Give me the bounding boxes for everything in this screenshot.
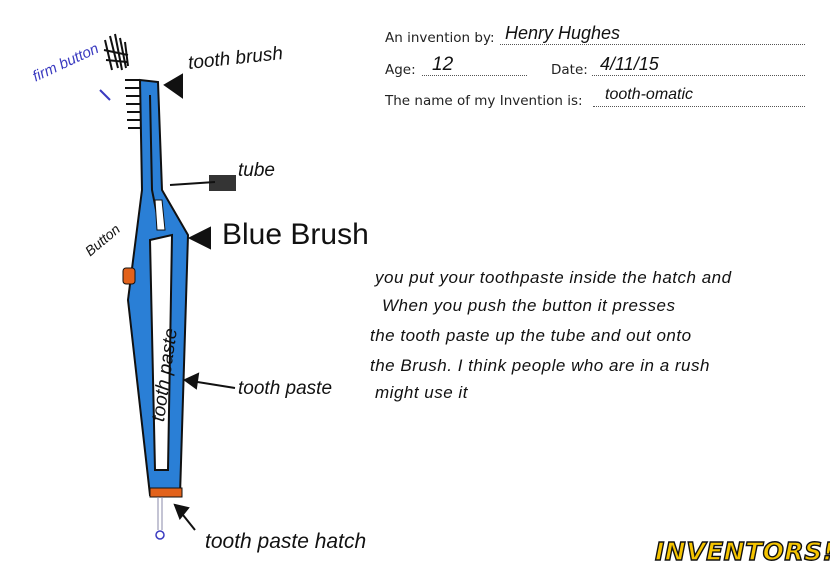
description-line: you put your toothpaste inside the hatch…: [375, 268, 732, 287]
label-blue-brush: Blue Brush: [222, 218, 369, 251]
name-line: [593, 106, 805, 107]
label-tooth-paste-hatch: tooth paste hatch: [205, 530, 367, 553]
name-label: The name of my Invention is:: [385, 93, 583, 109]
name-value: tooth-omatic: [605, 86, 694, 103]
bristles-scribble: [103, 33, 141, 129]
date-value: 4/11/15: [600, 54, 659, 74]
label-tooth-paste: tooth paste: [238, 378, 333, 399]
inventor-label: An invention by:: [385, 30, 495, 46]
description-line: might use it: [375, 383, 468, 402]
description-line: the Brush. I think people who are in a r…: [370, 356, 710, 375]
annotation-arrows: [99, 73, 236, 531]
label-tube: tube: [238, 160, 275, 181]
inventors-logo: INVENTORS!: [654, 536, 830, 566]
date-label: Date:: [551, 62, 588, 78]
paste-chamber: [148, 233, 174, 471]
inventor-value: Henry Hughes: [505, 23, 621, 43]
age-line: [422, 75, 527, 76]
age-value: 12: [432, 54, 454, 75]
button-shape: [122, 267, 136, 285]
description-line: When you push the button it presses: [382, 296, 676, 315]
tube-window: [154, 199, 166, 231]
date-line: [592, 75, 805, 76]
age-label: Age:: [385, 62, 416, 78]
description-line: the tooth paste up the tube and out onto: [370, 326, 692, 345]
inventor-line: [500, 44, 805, 45]
hatch-shape: [149, 487, 183, 498]
